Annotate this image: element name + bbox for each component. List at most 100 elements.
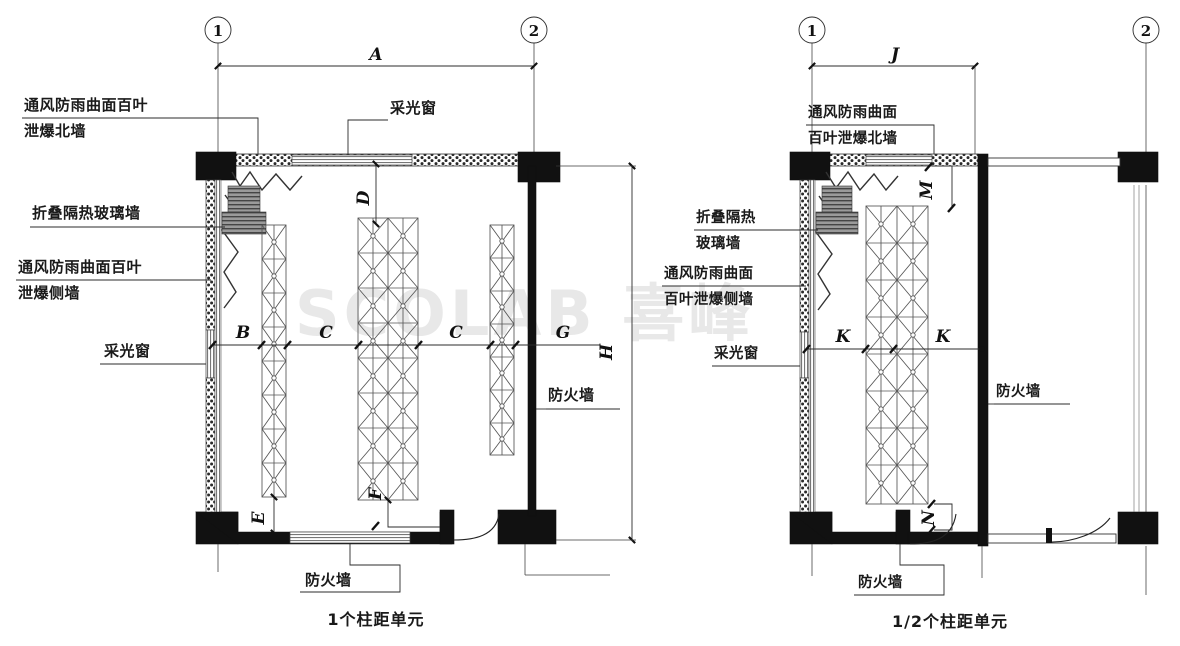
column-se-left	[497, 509, 557, 545]
glass-wall-sill-left	[221, 211, 267, 235]
dimension-F-left: F	[366, 486, 440, 531]
label-north-wall-right: 通风防雨曲面 百叶泄爆北墙	[806, 103, 935, 154]
door-swing-right-outer	[1051, 517, 1111, 543]
door-jamb-right	[1046, 528, 1052, 543]
label-north-wall-line2: 泄爆北墙	[24, 122, 86, 140]
left-plan-caption: 1个柱距单元	[327, 610, 424, 629]
truss-row-2-left	[357, 217, 419, 501]
label-side-wall-line1-right: 通风防雨曲面	[664, 264, 753, 282]
label-north-wall-line2-right: 百叶泄爆北墙	[808, 129, 897, 147]
dimension-J-right: J	[808, 45, 979, 158]
label-side-wall-left: 通风防雨曲面百叶 泄爆侧墙	[16, 258, 211, 302]
label-firewall-bottom-text: 防火墙	[305, 571, 352, 589]
dimension-C2-label: C	[449, 323, 463, 343]
dimension-C1-label: C	[319, 323, 333, 343]
door-swing-right-inner	[909, 513, 957, 545]
dimension-A-left: A	[214, 45, 538, 70]
label-side-wall-line1: 通风防雨曲面百叶	[18, 258, 142, 276]
column-ne-right	[1117, 151, 1159, 183]
glass-wall-sill-right	[815, 211, 859, 235]
dimension-M-label: M	[917, 179, 937, 200]
dimension-F-label: F	[366, 486, 386, 501]
label-daylight-window-left: 采光窗	[100, 342, 206, 365]
right-plan-caption: 1/2个柱距单元	[892, 612, 1008, 631]
west-louver-wall-lower-right	[799, 377, 810, 519]
west-wall-inner-layer-left	[214, 179, 222, 519]
west-louver-wall-lower-left	[205, 377, 216, 519]
dimension-E-label: E	[249, 510, 269, 525]
truss-row-right	[865, 205, 929, 505]
dimension-H-label: H	[597, 343, 617, 361]
glass-wall-jamb-left	[227, 185, 261, 213]
label-folding-glass-wall: 折叠隔热玻璃墙	[32, 204, 141, 222]
glass-wall-jamb-right	[821, 185, 853, 213]
upper-partition-right	[987, 157, 1121, 167]
left-plan-group: 1 2 A	[16, 16, 636, 629]
label-firewall-bottom-left: 防火墙	[217, 544, 610, 593]
dimension-D-label: D	[354, 190, 374, 206]
north-daylight-window-left	[291, 154, 413, 166]
label-side-wall-right: 通风防雨曲面 百叶泄爆侧墙	[662, 264, 806, 308]
column-nw-left	[195, 151, 237, 181]
truss-row-1-left	[261, 224, 287, 498]
label-firewall-right-text: 防火墙	[548, 386, 595, 404]
door-swing-left	[453, 513, 500, 541]
dimension-H-left: H	[556, 162, 636, 544]
label-north-wall-line1-right: 通风防雨曲面	[808, 103, 897, 121]
grid-mark-2-right: 2	[1132, 16, 1160, 595]
column-se-right	[1117, 511, 1159, 545]
column-nw-right	[789, 151, 831, 181]
grid-mark-1-left: 1	[204, 16, 232, 172]
south-wall-pier-right	[895, 509, 911, 545]
dimension-K2-label: K	[935, 327, 952, 347]
dimension-B-label: B	[235, 323, 250, 343]
label-folding-glass-right: 折叠隔热 玻璃墙	[694, 208, 818, 252]
firewall-east-left	[527, 165, 537, 517]
label-firewall-bottom-right: 防火墙	[811, 544, 983, 596]
label-firewall-right-side: 防火墙	[988, 382, 1070, 405]
label-folding-glass-line1-right: 折叠隔热	[696, 208, 756, 226]
west-louver-wall-upper-right	[799, 179, 810, 333]
label-daylight-window-left-text: 采光窗	[103, 342, 151, 360]
dimension-N-right: N	[919, 499, 953, 535]
label-daylight-window-right: 采光窗	[712, 344, 800, 367]
truss-row-3-left	[489, 224, 515, 456]
label-north-wall-line1: 通风防雨曲面百叶	[24, 96, 148, 114]
south-wall-segment-right	[907, 531, 979, 545]
grid-mark-1-right-label: 1	[807, 22, 817, 40]
dimension-D-left: D	[354, 160, 380, 228]
dimension-chain-right: K K	[802, 327, 985, 354]
grid-mark-1-left-label: 1	[213, 22, 223, 40]
label-north-wall-left: 通风防雨曲面百叶 泄爆北墙	[22, 96, 259, 154]
dimension-E-left: E	[249, 493, 278, 537]
west-daylight-window-right	[799, 331, 810, 379]
dimension-chain-left: B C C G	[208, 323, 600, 350]
west-daylight-window-left	[205, 329, 216, 379]
label-firewall-right-left: 防火墙	[536, 386, 620, 410]
dimension-G-label: G	[556, 323, 571, 343]
label-folding-glass-left: 折叠隔热玻璃墙	[30, 204, 225, 228]
label-daylight-window-top: 采光窗	[389, 99, 437, 117]
label-firewall-right-text-right: 防火墙	[996, 382, 1041, 400]
column-ne-left	[517, 151, 561, 183]
south-wall-pier-left	[439, 509, 455, 545]
south-window-left	[289, 531, 411, 544]
grid-mark-2-left-label: 2	[529, 22, 539, 40]
right-plan-group: 1 2 J	[662, 16, 1160, 631]
dimension-A-label: A	[367, 45, 382, 65]
grid-mark-1-right: 1	[798, 16, 826, 172]
west-louver-wall-upper-left	[205, 179, 216, 331]
grid-mark-2-left: 2	[520, 16, 548, 168]
label-side-wall-line2: 泄爆侧墙	[18, 284, 80, 302]
label-firewall-bottom-text-right: 防火墙	[858, 573, 903, 591]
dimension-K1-label: K	[835, 327, 852, 347]
dimension-M-right: M	[917, 162, 956, 213]
label-daylight-window-right-text: 采光窗	[713, 344, 759, 362]
north-daylight-window-right	[865, 154, 933, 166]
dimension-J-label: J	[888, 45, 900, 65]
label-side-wall-line2-right: 百叶泄爆侧墙	[664, 290, 753, 308]
dimension-N-label: N	[919, 509, 939, 527]
grid-mark-2-right-label: 2	[1141, 22, 1151, 40]
